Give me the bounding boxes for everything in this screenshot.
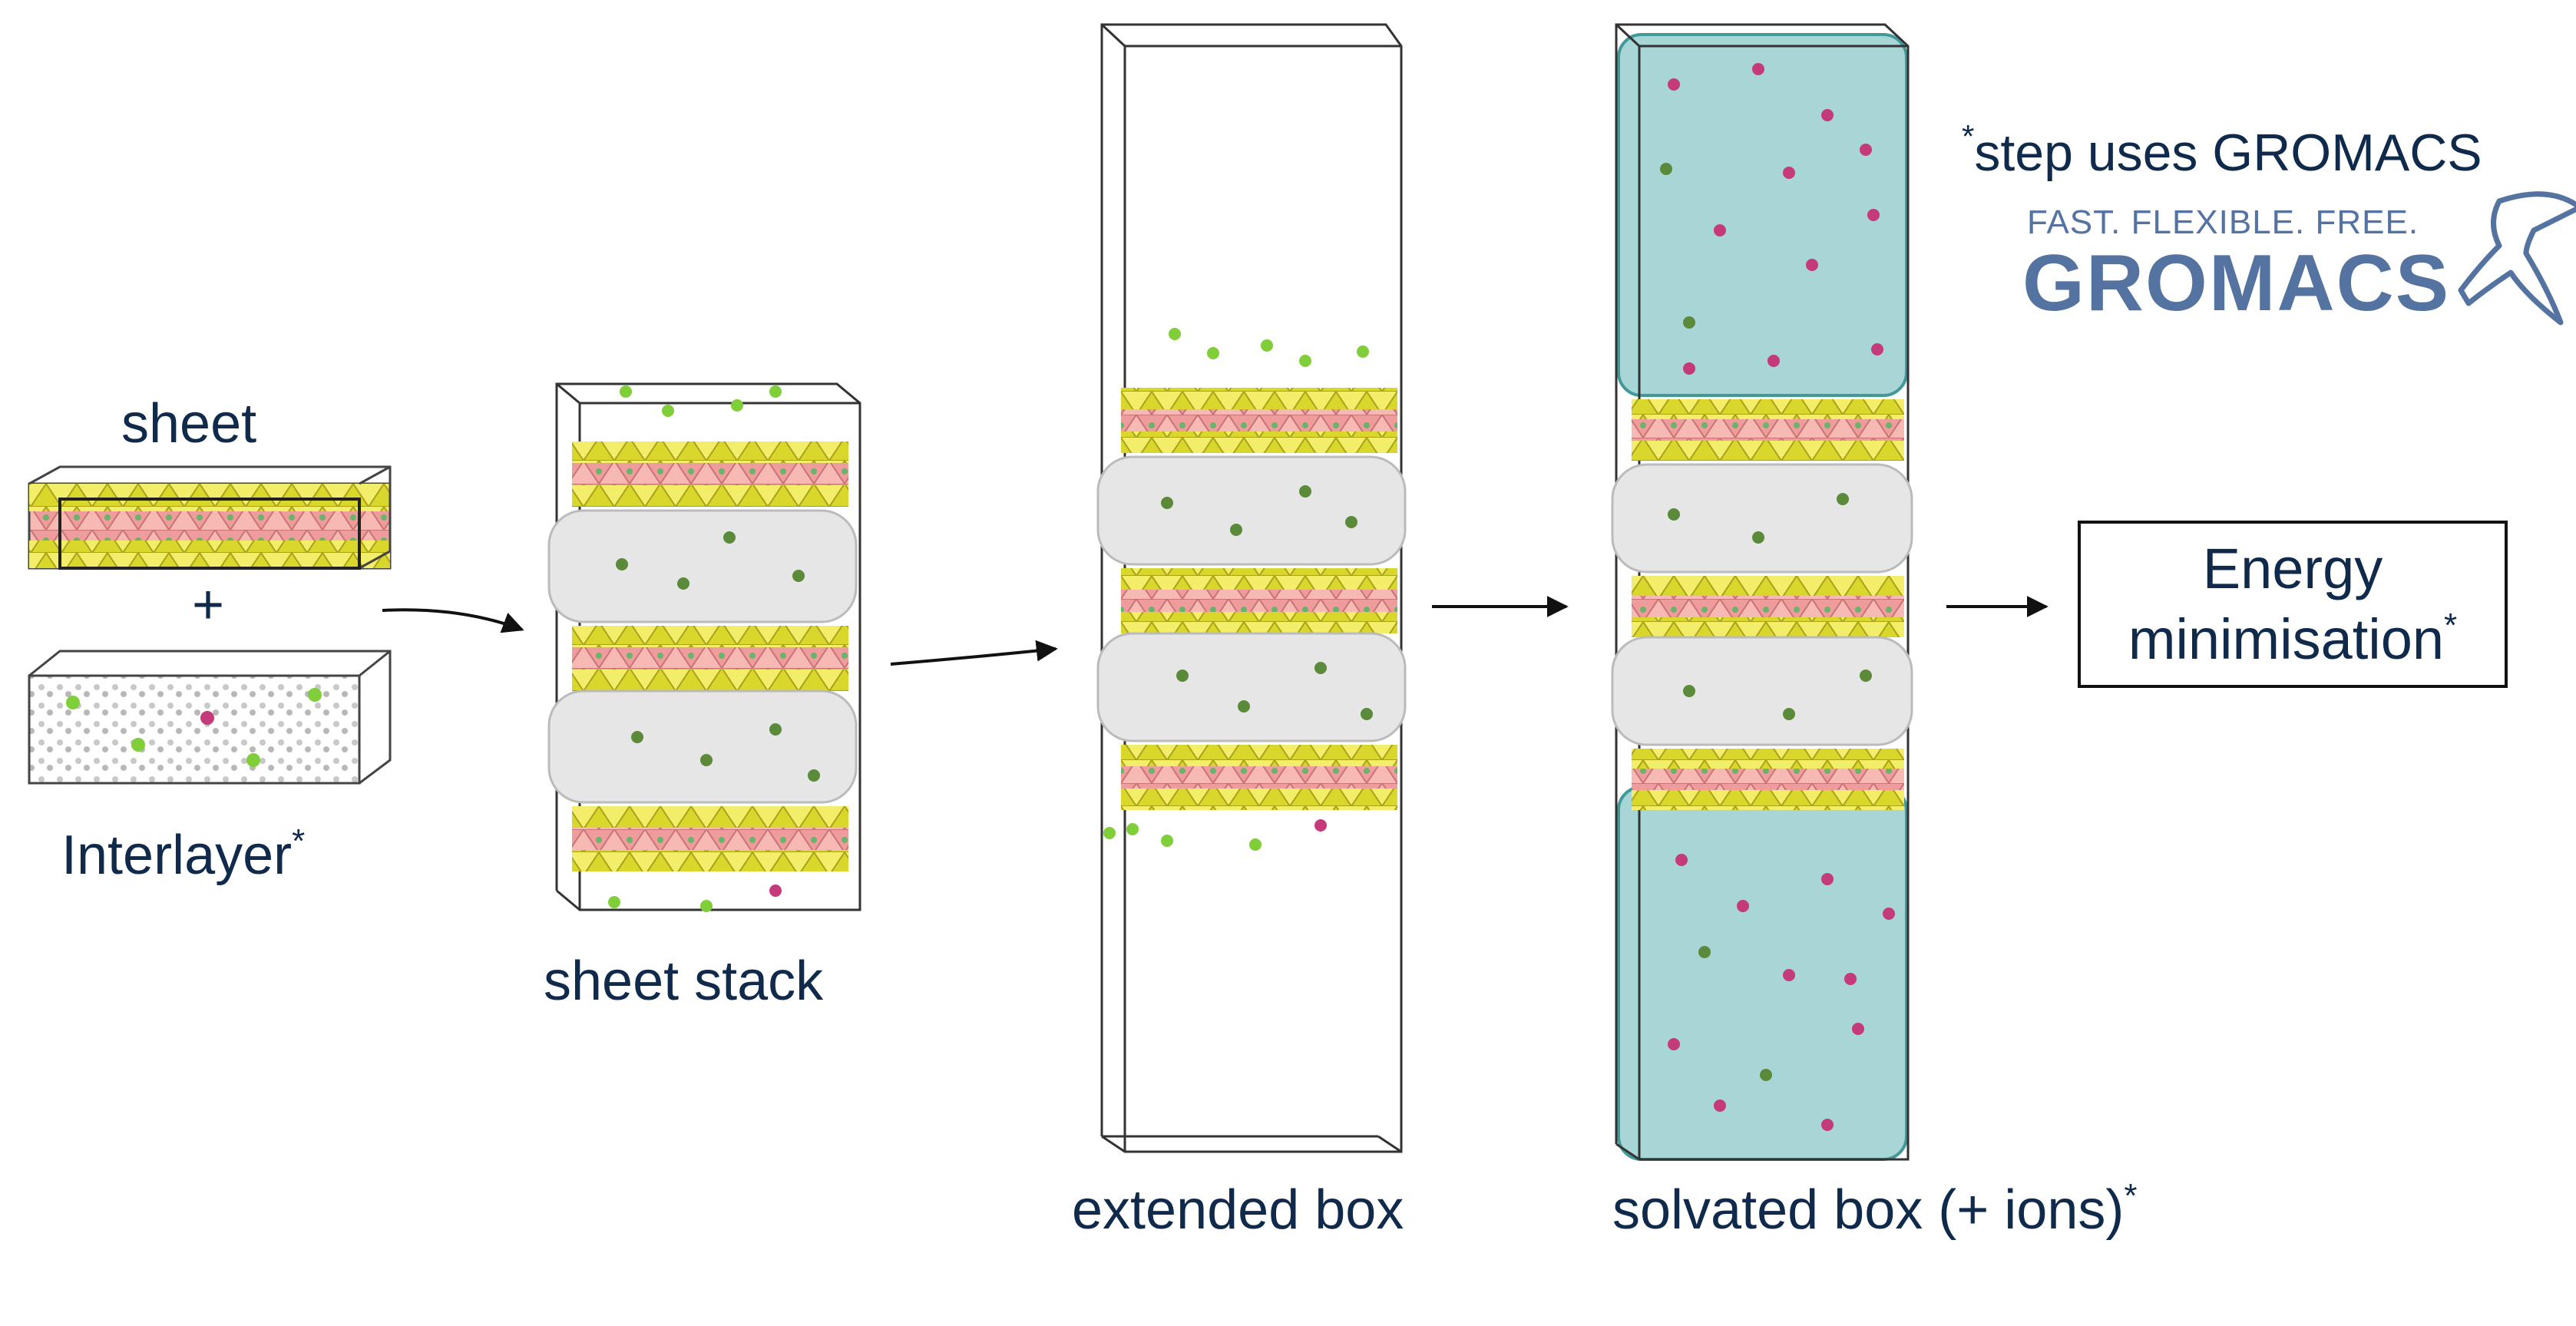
arrow-1 [382, 608, 524, 633]
energy-line-1: Energy [2202, 536, 2383, 600]
extended-box-label: extended box [1072, 1179, 1404, 1241]
sheet-stack-label: sheet stack [544, 951, 824, 1012]
sheet-model [28, 465, 392, 570]
plus-sign: + [192, 574, 225, 636]
sheet-label: sheet [121, 393, 257, 455]
solvated-box-label: solvated box (+ ions)* [1612, 1177, 2138, 1241]
gromacs-footnote: *step uses GROMACS [1962, 118, 2482, 182]
footnote-asterisk: * [292, 822, 306, 860]
gromacs-wordmark: GROMACS [2022, 239, 2451, 328]
interlayer-model [28, 650, 392, 785]
gromacs-tagline: FAST. FLEXIBLE. FREE. [2027, 203, 2419, 241]
swallow-bird-icon [2458, 191, 2576, 326]
energy-line-2: minimisation* [2128, 607, 2458, 671]
footnote-asterisk: * [2124, 1177, 2138, 1215]
footnote-asterisk: * [2444, 607, 2458, 644]
arrow-2 [890, 640, 1058, 666]
solvated-box-model [1611, 23, 1913, 1161]
interlayer-label: Interlayer* [61, 822, 306, 886]
sheet-stack-model [547, 382, 861, 912]
footnote-asterisk: * [1962, 118, 1975, 154]
extended-box-model [1096, 23, 1407, 1153]
energy-minimisation-box: Energy minimisation* [2078, 521, 2508, 688]
